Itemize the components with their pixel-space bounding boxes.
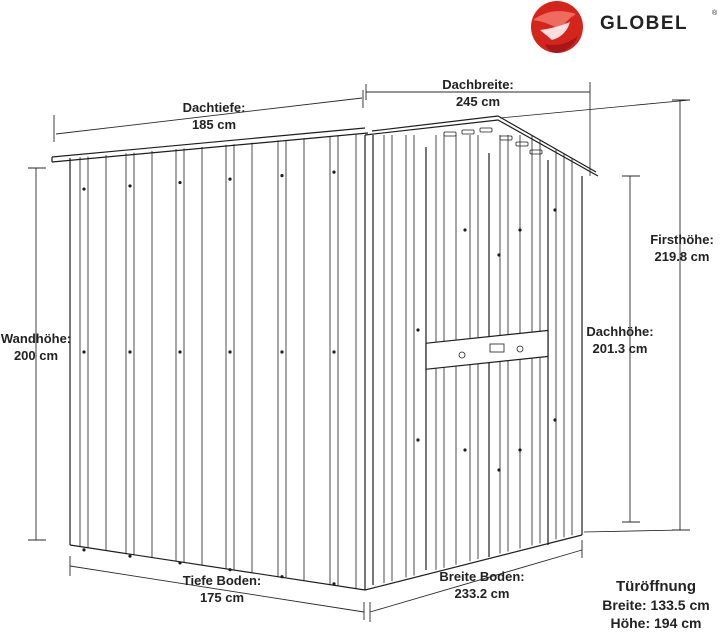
registered-mark: ® [712,9,718,17]
door-opening-height: Höhe: 194 cm [610,615,701,631]
dachhoehe-label: Dachhöhe: [586,324,653,339]
brand-name: GLOBEL [600,13,688,34]
screw-icon [128,554,132,558]
door-opening-title: Türöffnung [616,578,696,595]
dim-firsthoehe: Firsthöhe: 219.8 cm [499,99,714,533]
vent-slot [479,127,493,133]
screw-icon [82,187,86,191]
breite-boden-label: Breite Boden: [439,569,524,584]
vent-slot [515,141,529,147]
firsthoehe-label: Firsthöhe: [650,232,714,247]
vent-slot [499,135,513,141]
tiefe-boden-label: Tiefe Boden: [183,573,262,588]
screw-icon [332,350,336,354]
dachtiefe-value: 185 cm [192,117,236,132]
screw-icon [178,561,182,565]
firsthoehe-value: 219.8 cm [655,249,710,264]
screw-icon [178,180,182,185]
dachbreite-value: 245 cm [456,94,500,109]
screw-icon [497,253,501,257]
screw-icon [518,448,522,452]
dim-dachtiefe: Dachtiefe: 185 cm [53,90,364,142]
screw-icon [518,228,522,232]
screw-icon [128,184,132,188]
screw-icon [497,468,501,472]
dachtiefe-label: Dachtiefe: [183,100,246,115]
screw-icon [82,350,86,354]
tiefe-boden-value: 175 cm [200,590,244,605]
wandhoehe-label: Wandhöhe: [1,331,71,346]
vent-slot [529,149,543,155]
screw-icon [82,548,86,552]
vent-slot [443,131,457,137]
dachhoehe-value: 201.3 cm [593,341,648,356]
screw-icon [463,448,467,452]
shed-side-wall [51,127,369,591]
dachbreite-label: Dachbreite: [442,77,514,92]
screw-icon [553,418,557,422]
screw-icon [416,438,420,442]
wandhoehe-value: 200 cm [14,348,58,363]
roof-vent-icon [443,127,543,155]
screw-icon [416,328,420,332]
screw-icon [228,350,232,354]
door-opening-width: Breite: 133.5 cm [602,597,709,613]
breite-boden-value: 233.2 cm [455,586,510,601]
door-handle-icon [458,343,524,359]
vent-slot [461,129,475,135]
screw-icon [178,350,182,354]
shed-doors [416,147,557,570]
screw-icon [128,350,132,354]
screw-icon [280,575,284,579]
screw-icon [332,582,336,586]
screw-icon [228,177,232,181]
dim-breite-boden: Breite Boden: 233.2 cm [369,540,583,622]
screw-icon [332,170,336,174]
screw-icon [228,568,232,572]
dim-wandhoehe: Wandhöhe: 200 cm [1,167,71,541]
globel-logo-icon [531,1,583,53]
screw-icon [280,350,284,354]
dim-dachhoehe: Dachhöhe: 201.3 cm [586,175,654,523]
screw-icon [553,208,557,212]
dim-dachbreite: Dachbreite: 245 cm [365,77,591,176]
screw-icon [463,228,467,232]
dim-tiefe-boden: Tiefe Boden: 175 cm [69,556,365,620]
door-opening-info: Türöffnung Breite: 133.5 cm Höhe: 194 cm [602,578,709,631]
screw-icon [280,174,284,178]
